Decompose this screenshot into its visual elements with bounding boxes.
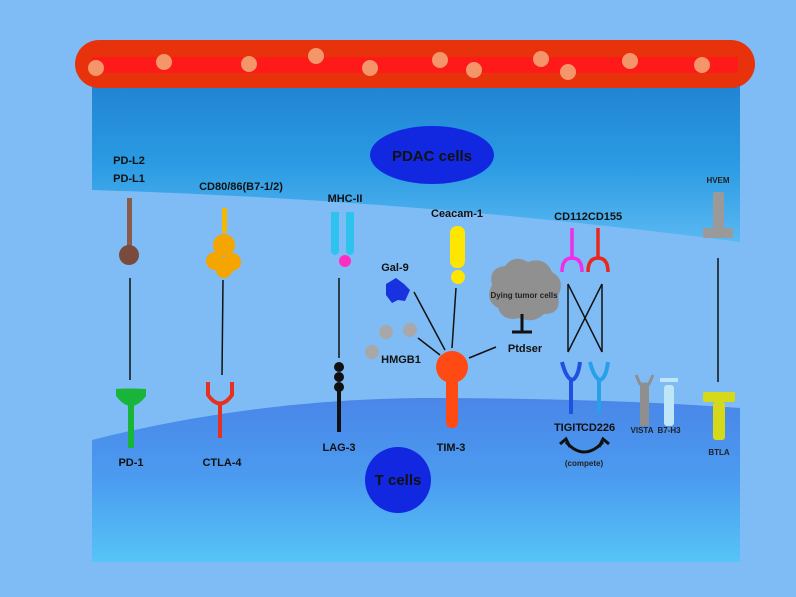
cd155-label: CD155	[588, 211, 622, 223]
b7-h3-molecule	[660, 378, 678, 426]
vista-molecule	[634, 374, 655, 426]
pd-l2-label: PD-L2	[113, 155, 145, 167]
vista-label: VISTA	[631, 426, 654, 435]
btla-label: BTLA	[708, 448, 730, 457]
mhc-ii-label: MHC-II	[328, 193, 363, 205]
cd112-ligand	[560, 228, 584, 273]
dying-tumor-cells: Dying tumor cells	[489, 258, 561, 321]
ptdser-ligand	[512, 314, 532, 334]
cd226-receptor	[588, 361, 610, 414]
cd80-86-label: CD80/86(B7-1/2)	[199, 181, 283, 193]
compete-arrow	[559, 436, 610, 454]
ctla4-interaction-line	[221, 279, 224, 376]
t-cell-nucleus	[365, 447, 431, 513]
pdac-cells-label: PDAC cells	[392, 148, 472, 165]
ctla-4-label: CTLA-4	[202, 457, 242, 469]
tim3-interaction-lines	[413, 287, 497, 359]
hvem-label: HVEM	[706, 176, 729, 185]
tim-3-receptor	[436, 351, 468, 428]
pd-l1-ligand	[119, 198, 139, 265]
tim-3-label: TIM-3	[437, 442, 466, 454]
lag-3-receptor	[334, 362, 344, 432]
lag-3-label: LAG-3	[323, 442, 356, 454]
ceacam-1-label: Ceacam-1	[431, 208, 483, 220]
cd80-86-ligand	[206, 208, 241, 278]
pd-1-receptor	[116, 388, 146, 448]
tigit-receptor	[560, 361, 582, 414]
cd155-ligand	[586, 228, 610, 273]
red-blood-cells	[88, 48, 710, 80]
ceacam-1-ligand	[450, 226, 465, 284]
pd-1-label: PD-1	[118, 457, 143, 469]
pd-l1-label: PD-L1	[113, 173, 145, 185]
ctla-4-receptor	[206, 382, 234, 438]
cd226-label: CD226	[581, 422, 615, 434]
tigit-label: TIGIT	[554, 422, 582, 434]
ptdser-label: Ptdser	[508, 343, 543, 355]
pdac-nucleus	[370, 126, 494, 184]
hvem-ligand	[703, 192, 733, 238]
t-cells-label: T cells	[375, 472, 422, 489]
hmgb1-label: HMGB1	[381, 354, 421, 366]
btla-receptor	[703, 392, 735, 440]
gal-9-label: Gal-9	[381, 262, 409, 274]
gal-9-ligand	[386, 278, 410, 303]
hmgb1-ligand	[365, 323, 417, 359]
dying-tumor-cells-label: Dying tumor cells	[490, 291, 558, 300]
mhc-ii-ligand	[331, 212, 354, 267]
compete-label: (compete)	[565, 459, 604, 468]
tigit-cd226-cross-lines	[567, 283, 603, 353]
blood-vessel-lumen	[92, 57, 738, 73]
b7-h3-label: B7-H3	[657, 426, 681, 435]
cd112-label: CD112	[554, 211, 588, 223]
